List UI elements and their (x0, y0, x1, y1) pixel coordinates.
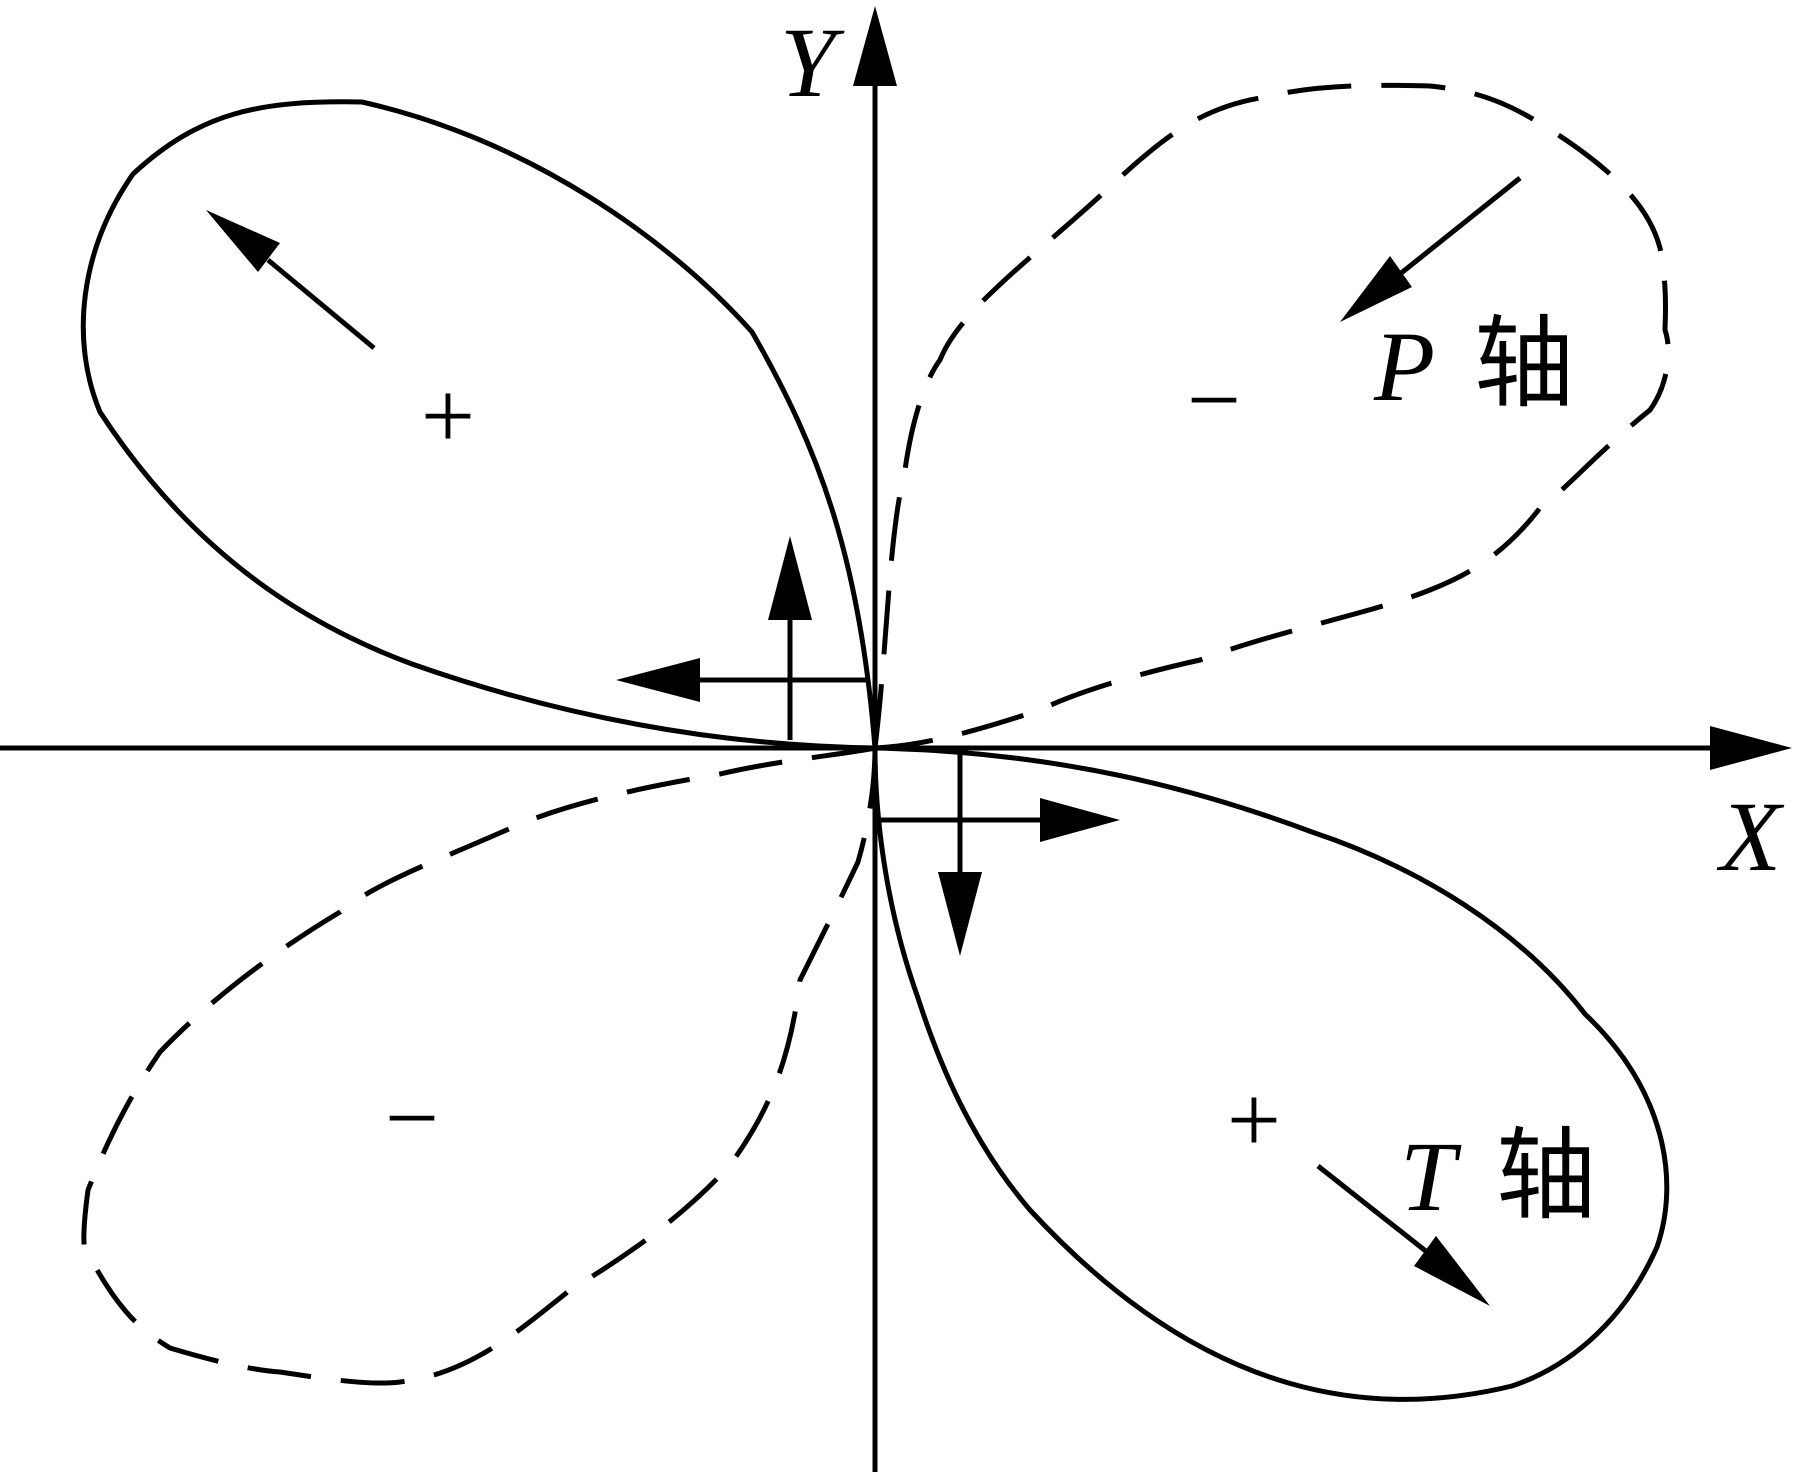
solid-lobe-upper-left (80, 99, 878, 751)
upper-left-lobe-sign: + (421, 362, 475, 469)
dashed-lobe-upper-right (872, 82, 1671, 751)
coordinate-axes (0, 6, 1792, 1472)
p-axis-direction-arrow (1340, 176, 1522, 322)
t-axis-letter: T (1400, 1121, 1462, 1232)
p-axis-letter: P (1373, 311, 1435, 422)
lower-right-component-arrows (880, 750, 1120, 956)
p-axis-char: 轴 (1474, 309, 1574, 420)
p-axis-label: P 轴 (1373, 309, 1574, 422)
upper-left-direction-arrow (206, 210, 376, 350)
t-axis-direction-arrow (1316, 1164, 1490, 1306)
t-axis-char: 轴 (1496, 1121, 1596, 1232)
dashed-lobe-lower-left (81, 745, 878, 1386)
solid-lobe-lower-right (872, 745, 1670, 1402)
lower-left-lobe-sign: − (385, 1064, 439, 1171)
upper-left-component-arrows (616, 536, 870, 740)
y-axis-label: Y (780, 7, 845, 118)
x-axis-arrowhead (1710, 726, 1792, 770)
lower-right-lobe-sign: + (1227, 1066, 1281, 1173)
y-axis-arrowhead (853, 6, 897, 86)
x-axis-label: X (1716, 781, 1785, 892)
t-axis-label: T 轴 (1400, 1121, 1596, 1232)
upper-right-lobe-sign: − (1187, 346, 1241, 453)
